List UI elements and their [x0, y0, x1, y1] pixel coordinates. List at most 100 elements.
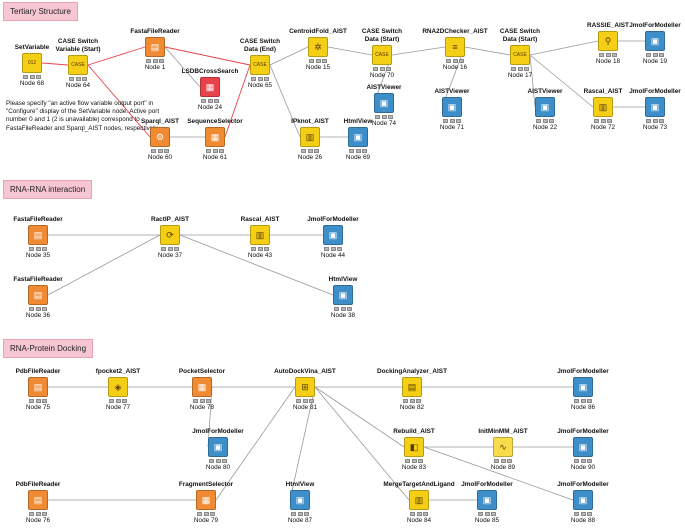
node-id: Node 87 — [287, 517, 313, 524]
workflow-node[interactable]: Sparql_AIST⚙Node 60 — [115, 118, 205, 162]
node-icon[interactable]: ▤ — [28, 490, 48, 510]
node-icon[interactable]: ▦ — [192, 377, 212, 397]
workflow-node[interactable]: JmolForModeller▣Node 73 — [610, 88, 685, 132]
node-icon[interactable]: CASE — [510, 45, 530, 65]
node-icon[interactable]: ▣ — [442, 97, 462, 117]
node-icon[interactable]: ▦ — [196, 490, 216, 510]
workflow-node[interactable]: JmolForModeller▣Node 44 — [288, 216, 378, 260]
node-icon[interactable]: ▤ — [145, 37, 165, 57]
workflow-node[interactable]: SequenceSelector▦Node 61 — [170, 118, 260, 162]
workflow-node[interactable]: Rascal_AIST▥Node 72 — [558, 88, 648, 132]
node-icon[interactable]: ▣ — [535, 97, 555, 117]
workflow-node[interactable]: PdbFileReader▤Node 75 — [0, 368, 83, 412]
node-icon[interactable]: ▣ — [573, 490, 593, 510]
data-connection — [47, 234, 161, 296]
workflow-node[interactable]: RNA2DChecker_AIST≡Node 16 — [410, 28, 500, 72]
status-light — [257, 247, 263, 251]
node-icon[interactable]: CASE — [372, 45, 392, 65]
workflow-node[interactable]: Rascal_AIST▥Node 43 — [215, 216, 305, 260]
node-icon[interactable]: ▤ — [28, 225, 48, 245]
status-light — [42, 247, 47, 251]
node-icon[interactable]: ◧ — [404, 437, 424, 457]
node-icon[interactable]: ▣ — [290, 490, 310, 510]
status-light — [42, 399, 47, 403]
workflow-node[interactable]: PdbFileReader▤Node 76 — [0, 481, 83, 525]
node-icon[interactable]: ▤ — [402, 377, 422, 397]
workflow-node[interactable]: FastaFileReader▤Node 1 — [110, 28, 200, 72]
node-icon[interactable]: ∿ — [493, 437, 513, 457]
node-status-lights — [29, 247, 47, 251]
node-icon[interactable]: ▤ — [28, 285, 48, 305]
node-icon[interactable]: ▤ — [28, 377, 48, 397]
workflow-node[interactable]: HtmlView▣Node 87 — [255, 481, 345, 525]
workflow-node[interactable]: HtmlView▣Node 69 — [313, 118, 403, 162]
workflow-node[interactable]: fpocket2_AIST◈Node 77 — [73, 368, 163, 412]
workflow-node[interactable]: MergeTargetAndLigand▥Node 84 — [374, 481, 464, 525]
node-icon[interactable]: ▥ — [593, 97, 613, 117]
workflow-node[interactable]: HtmlView▣Node 38 — [298, 276, 388, 320]
status-light — [330, 247, 336, 251]
node-icon[interactable]: ▣ — [333, 285, 353, 305]
node-icon[interactable]: ▣ — [573, 437, 593, 457]
node-icon[interactable]: ✲ — [308, 37, 328, 57]
workflow-node[interactable]: InitMinMM_AIST∿Node 89 — [458, 428, 548, 472]
workflow-node[interactable]: DockingAnalyzer_AIST▤Node 82 — [367, 368, 457, 412]
node-icon[interactable]: ◈ — [108, 377, 128, 397]
workflow-node[interactable]: AISTViewer▣Node 22 — [500, 88, 590, 132]
node-icon[interactable]: ▦ — [205, 127, 225, 147]
workflow-node[interactable]: AutoDockVina_AIST⊞Node 81 — [260, 368, 350, 412]
node-icon[interactable]: ▣ — [573, 377, 593, 397]
node-icon[interactable]: ▣ — [208, 437, 228, 457]
workflow-node[interactable]: RASSIE_AIST⚲Node 18 — [563, 22, 653, 66]
workflow-node[interactable]: CentroidFold_AIST✲Node 15 — [273, 28, 363, 72]
node-icon[interactable]: ≡ — [445, 37, 465, 57]
node-icon[interactable]: 012 — [22, 53, 42, 73]
workflow-node[interactable]: FastaFileReader▤Node 35 — [0, 216, 83, 260]
workflow-node[interactable]: JmolForModeller▣Node 88 — [538, 481, 628, 525]
workflow-node[interactable]: IPknot_AIST▥Node 26 — [265, 118, 355, 162]
node-id: Node 1 — [144, 64, 166, 71]
node-icon[interactable]: ▣ — [645, 97, 665, 117]
node-label: Sparql_AIST — [141, 118, 179, 125]
node-icon[interactable]: ⊞ — [295, 377, 315, 397]
workflow-node[interactable]: AISTViewer▣Node 74 — [339, 84, 429, 128]
workflow-node[interactable]: FragmentSelector▦Node 79 — [161, 481, 251, 525]
workflow-node[interactable]: JmolForModeller▣Node 80 — [173, 428, 263, 472]
node-icon[interactable]: ▣ — [348, 127, 368, 147]
node-icon[interactable]: ▣ — [477, 490, 497, 510]
workflow-node[interactable]: RactIP_AIST⟳Node 37 — [125, 216, 215, 260]
node-icon[interactable]: ▥ — [409, 490, 429, 510]
status-light — [201, 99, 206, 103]
node-icon[interactable]: ▥ — [300, 127, 320, 147]
workflow-node[interactable]: FastaFileReader▤Node 36 — [0, 276, 83, 320]
node-icon[interactable]: ▥ — [250, 225, 270, 245]
status-light — [517, 67, 523, 71]
node-icon[interactable]: CASE — [68, 55, 88, 75]
workflow-node[interactable]: JmolForModeller▣Node 85 — [442, 481, 532, 525]
node-icon[interactable]: ▣ — [645, 31, 665, 51]
node-icon[interactable]: ▦ — [200, 77, 220, 97]
node-icon[interactable]: ▣ — [323, 225, 343, 245]
workflow-node[interactable]: AISTViewer▣Node 71 — [407, 88, 497, 132]
workflow-node[interactable]: Rebuild_AIST◧Node 83 — [369, 428, 459, 472]
node-icon[interactable]: ⟳ — [160, 225, 180, 245]
node-id: Node 81 — [292, 404, 318, 411]
status-light — [222, 459, 227, 463]
node-icon[interactable]: ⚲ — [598, 31, 618, 51]
status-light — [379, 67, 385, 71]
workflow-node[interactable]: LSDBCrossSearch▦Node 24 — [165, 68, 255, 112]
status-light — [388, 115, 393, 119]
workflow-node[interactable]: JmolForModeller▣Node 19 — [610, 22, 685, 66]
node-icon[interactable]: ▣ — [374, 93, 394, 113]
node-icon[interactable]: ⚙ — [150, 127, 170, 147]
workflow-node[interactable]: JmolForModeller▣Node 86 — [538, 368, 628, 412]
node-icon[interactable]: CASE — [250, 55, 270, 75]
workflow-node[interactable]: PocketSelector▦Node 78 — [157, 368, 247, 412]
workflow-node[interactable]: JmolForModeller▣Node 90 — [538, 428, 628, 472]
node-status-lights — [161, 247, 179, 251]
